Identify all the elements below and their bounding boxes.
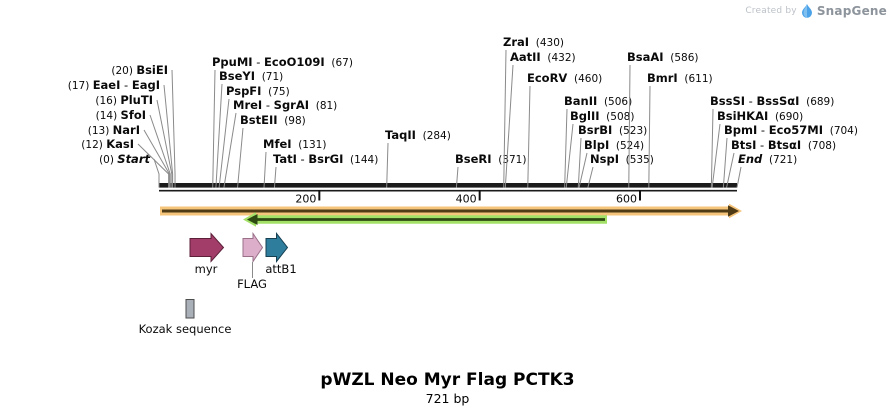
enzyme-leader-line [722,137,728,188]
enzyme-leader-line [143,129,170,188]
enzyme-leader-line [218,98,230,188]
plasmid-title: pWZL Neo Myr Flag PCTK3 [320,370,575,390]
forward-strand-arrow [160,203,742,219]
feature-label[interactable]: attB1 [265,262,296,276]
title-block: pWZL Neo Myr Flag PCTK3 721 bp [0,370,895,406]
enzyme-label-BsrBI[interactable]: BsrBI (523) [578,123,647,137]
enzyme-leader-line [587,166,594,188]
enzyme-leader-line [156,99,173,188]
enzyme-label-AatII[interactable]: AatII (432) [510,50,576,64]
enzyme-label-PpuMI-EcoO109I[interactable]: PpuMI - EcoO109I (67) [212,55,353,69]
enzyme-label-ZraI[interactable]: ZraI (430) [503,35,564,49]
feature-box[interactable] [185,299,195,319]
feature-arrow[interactable] [265,232,289,263]
feature-attb1[interactable]: attB1 [265,232,297,277]
enzyme-leader-line [386,142,389,188]
enzyme-label-End[interactable]: End (721) [738,152,797,166]
reverse-strand-arrow [243,212,607,227]
enzyme-label-BpmI-Eco57MI[interactable]: BpmI - Eco57MI (704) [724,123,858,137]
enzyme-label-NspI[interactable]: NspI (535) [590,152,654,166]
ruler-tick-label: 200 [295,193,316,206]
enzyme-leader-line [527,85,531,188]
enzyme-label-BsiHKAI[interactable]: BsiHKAI (690) [717,109,803,123]
feature-kozak-sequence[interactable]: Kozak sequence [139,299,232,337]
enzyme-leader-line [503,49,507,188]
enzyme-label-BsiEI[interactable]: (20) BsiEI [111,63,168,77]
created-by-text: Created by [745,6,797,16]
feature-myr[interactable]: myr [189,232,225,277]
enzyme-leader-line [736,166,742,188]
enzyme-label-BssSI-BssSαI[interactable]: BssSI - BssSαI (689) [710,94,834,108]
enzyme-leader-line [577,137,582,188]
enzyme-label-MfeI[interactable]: MfeI (131) [263,137,326,151]
enzyme-label-BmrI[interactable]: BmrI (611) [647,71,713,85]
enzyme-label-BsaAI[interactable]: BsaAI (586) [627,50,698,64]
enzyme-label-TatI-BsrGI[interactable]: TatI - BsrGI (144) [273,152,378,166]
enzyme-leader-line [137,143,170,188]
enzyme-leader-line [726,152,735,188]
enzyme-leader-line [171,69,176,188]
enzyme-label-KasI[interactable]: (12) KasI [81,137,134,151]
feature-label[interactable]: FLAG [237,277,267,291]
enzyme-label-SfoI[interactable]: (14) SfoI [96,108,146,122]
enzyme-leader-line [273,166,277,188]
enzyme-leader-line [455,166,459,188]
ruler-tick-label: 400 [456,193,477,206]
enzyme-leader-line [163,84,174,188]
feature-flag[interactable]: FLAG [237,231,267,292]
enzyme-leader-line [710,108,714,188]
feature-arrow[interactable] [242,231,264,264]
enzyme-leader-line [263,151,267,188]
enzyme-leader-line [648,85,651,188]
enzyme-label-TaqII[interactable]: TaqII (284) [385,128,451,142]
enzyme-leader-line [149,114,171,188]
snapgene-watermark: Created by SnapGene [745,4,887,18]
enzyme-label-BtsI-BtsαI[interactable]: BtsI - BtsαI (708) [731,138,836,152]
snapgene-logo-icon [801,4,812,18]
enzyme-label-EaeI-EagI[interactable]: (17) EaeI - EagI [68,78,160,92]
enzyme-label-EcoRV[interactable]: EcoRV (460) [527,71,602,85]
feature-label[interactable]: Kozak sequence [139,322,232,336]
enzyme-label-BseRI[interactable]: BseRI (371) [455,152,526,166]
enzyme-leader-line [628,64,631,188]
enzyme-label-BglII[interactable]: BglII (508) [570,109,634,123]
enzyme-leader-line [578,152,588,188]
enzyme-leader-line [711,123,721,188]
enzyme-leader-line [223,112,237,188]
enzyme-label-NarI[interactable]: (13) NarI [88,123,140,137]
enzyme-leader-line [215,83,223,188]
feature-label[interactable]: myr [195,262,218,276]
enzyme-leader-line [237,127,244,188]
plasmid-length: 721 bp [425,391,470,406]
enzyme-label-BseYI[interactable]: BseYI (71) [219,69,283,83]
enzyme-label-BlpI[interactable]: BlpI (524) [584,138,644,152]
enzyme-label-PluTI[interactable]: (16) PluTI [95,93,153,107]
enzyme-label-Start[interactable]: (0) Start [99,152,150,166]
enzyme-leader-line [564,108,568,188]
enzyme-leader-line [504,64,514,188]
enzyme-leader-line [565,123,574,188]
ruler-tick-label: 600 [616,193,637,206]
enzyme-label-BstEII[interactable]: BstEII (98) [240,113,306,127]
enzyme-leader-line [153,158,160,188]
enzyme-leader-line [212,69,216,188]
enzyme-label-MreI-SgrAI[interactable]: MreI - SgrAI (81) [233,98,337,112]
feature-arrow[interactable] [189,232,225,263]
plasmid-backbone [159,183,737,188]
enzyme-label-BanII[interactable]: BanII (506) [564,94,632,108]
enzyme-label-PspFI[interactable]: PspFI (75) [226,84,290,98]
snapgene-brand-text: SnapGene [816,4,887,18]
